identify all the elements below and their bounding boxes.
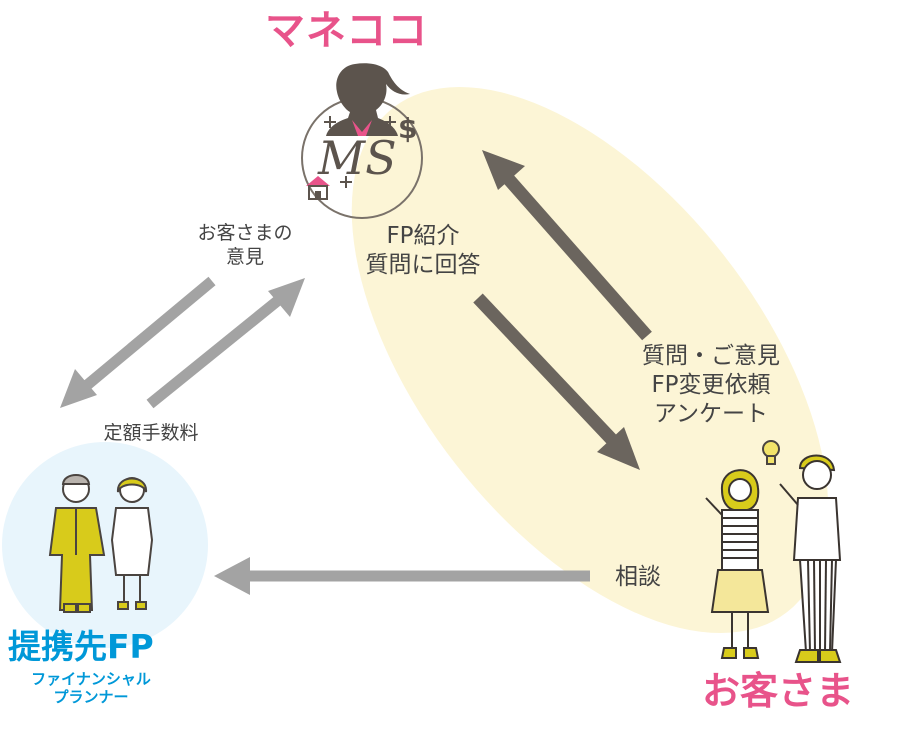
logo-monogram: MS [317, 131, 397, 185]
edge-label-fp-to-manecoco: 定額手数料 [76, 422, 226, 446]
customers-title: お客さま [702, 669, 855, 713]
edge-label-manecoco-to-customer: FP紹介 質問に回答 [348, 222, 498, 280]
edge-label-line: 質問に回答 [365, 251, 481, 278]
fp-circle [2, 442, 208, 648]
edge-label-line: 意見 [225, 245, 264, 268]
partner-fp-title: 提携先FP [8, 627, 154, 666]
male-customer-figure [779, 454, 842, 663]
edge-label-line: お客さまの [197, 222, 293, 244]
woman-silhouette-icon [326, 63, 410, 136]
arrow-manecoco-to-fp [60, 276, 216, 408]
manecoco-customer-ellipse [351, 86, 829, 634]
partner-fp-subtitle-line1: ファイナンシャル [31, 670, 151, 688]
female-fp-figure [110, 477, 154, 610]
partner-fp-subtitle-line2: プランナー [53, 688, 129, 706]
lightbulb-icon [762, 440, 780, 465]
edge-label-line: アンケート [653, 400, 769, 427]
arrow-customer-to-manecoco [482, 150, 652, 341]
arrow-customer-to-fp [214, 557, 590, 595]
edge-label-line: FP紹介 [386, 223, 460, 249]
edge-label-customer-to-manecoco: 質問・ご意見 FP変更依頼 アンケート [616, 342, 806, 428]
manecoco-title: マネココ [265, 8, 429, 54]
edge-label-line: 定額手数料 [103, 422, 199, 444]
edge-label-line: 質問・ご意見 [642, 343, 780, 369]
female-customer-figure [705, 469, 770, 659]
house-icon [306, 176, 330, 200]
dollar-icon: $ [398, 112, 417, 145]
sparkle-icons [324, 116, 396, 188]
arrow-manecoco-to-customer [473, 293, 640, 470]
partner-fp-subtitle: ファイナンシャル プランナー [16, 670, 166, 706]
collar-pink [352, 120, 372, 136]
edge-label-customer-to-fp: 相談 [598, 563, 678, 592]
edge-label-line: 相談 [615, 564, 661, 590]
male-fp-figure [48, 474, 106, 613]
edge-label-manecoco-to-fp: お客さまの 意見 [170, 222, 320, 270]
edge-label-line: FP変更依頼 [651, 371, 771, 398]
arrow-fp-to-manecoco [146, 278, 305, 409]
